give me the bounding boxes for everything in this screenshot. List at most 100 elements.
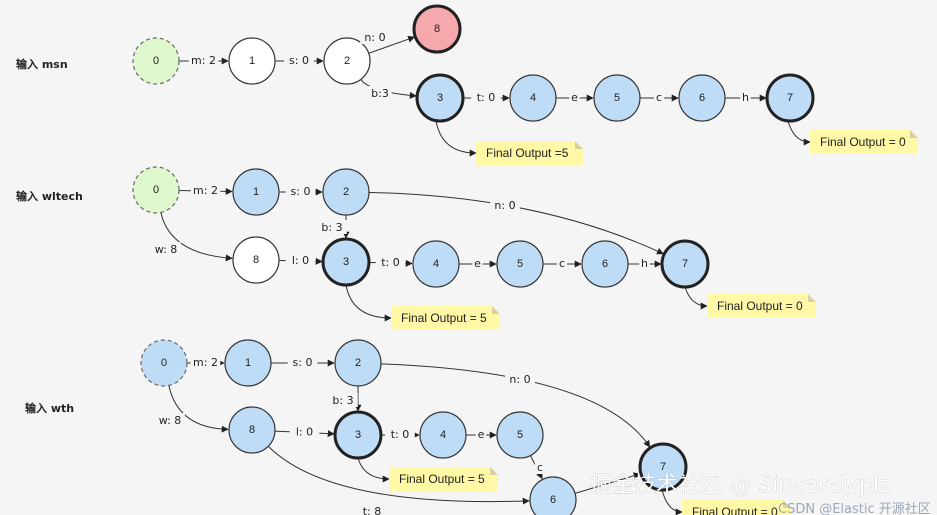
- state-node-8: 8: [232, 236, 280, 284]
- note-connector: [345, 284, 392, 322]
- edge-label-bg: [490, 198, 520, 212]
- state-circle: [419, 411, 467, 459]
- state-label: 4: [433, 258, 439, 270]
- state-node-2: 2: [323, 37, 371, 85]
- edge-label-bg: [190, 355, 221, 369]
- edge-label-bg: [475, 427, 487, 441]
- edge-label-bg: [368, 86, 392, 100]
- state-circle: [140, 339, 188, 387]
- state-node-1: 1: [228, 37, 276, 85]
- note-connector: [357, 457, 390, 483]
- state-circle: [322, 168, 370, 216]
- state-label: 2: [344, 55, 350, 67]
- state-circle: [323, 37, 371, 85]
- state-circle: [412, 4, 462, 54]
- edge-label: n: 0: [509, 373, 530, 386]
- state-node-5: 5: [496, 240, 544, 288]
- note-fold: [910, 130, 918, 138]
- state-circle: [333, 410, 383, 460]
- note-box: [707, 294, 816, 318]
- note-text: Final Output = 0: [717, 299, 803, 313]
- edge-label-bg: [285, 184, 316, 198]
- state-circle: [415, 73, 465, 123]
- edge-label: e: [478, 428, 485, 441]
- edge-label: b: 3: [332, 394, 353, 407]
- edge-label: w: 8: [155, 243, 178, 256]
- state-label: 2: [355, 357, 361, 369]
- state-node-6: 6: [529, 476, 577, 515]
- edge-label-bg: [569, 90, 580, 104]
- edge-label: s: 0: [293, 356, 313, 369]
- state-label: 3: [437, 92, 443, 104]
- final-output-note: Final Output = 5: [391, 306, 500, 330]
- edge-label-bg: [190, 182, 221, 197]
- state-circle: [496, 411, 544, 459]
- edge-1-n0-n8: [160, 212, 233, 262]
- state-label: 0: [153, 184, 159, 196]
- state-label: 8: [249, 424, 255, 436]
- state-node-5: 5: [593, 74, 641, 122]
- state-circle: [765, 73, 815, 123]
- state-label: 6: [602, 258, 608, 270]
- edge-label-bg: [472, 256, 483, 270]
- state-node-4: 4: [412, 240, 460, 288]
- state-label: 1: [245, 357, 251, 369]
- state-label: 7: [787, 92, 793, 104]
- state-circle: [228, 37, 276, 85]
- state-label: 5: [614, 92, 620, 104]
- edge-label-bg: [188, 53, 219, 67]
- section-label-2: 输入 wth: [25, 401, 74, 415]
- state-label: 1: [249, 55, 255, 67]
- edge-label-bg: [317, 220, 347, 234]
- state-circle: [228, 406, 276, 454]
- state-label: 6: [699, 92, 705, 104]
- edge-1-n2-n7: [368, 191, 664, 255]
- state-node-0: 0: [132, 37, 180, 85]
- edge-label-bg: [328, 393, 358, 407]
- state-circle: [334, 339, 382, 387]
- state-circle: [132, 166, 180, 214]
- state-node-5: 5: [496, 411, 544, 459]
- final-output-note: Final Output = 0: [682, 500, 791, 515]
- watermark-subtext: CSDN @Elastic 开源社区: [778, 501, 931, 515]
- state-label: 4: [530, 92, 536, 104]
- state-node-4: 4: [509, 74, 557, 122]
- edge-label: l: 0: [296, 425, 313, 438]
- edge-2-n0-n8: [168, 385, 229, 433]
- note-text: Final Output = 0: [820, 135, 906, 149]
- state-node-2: 2: [322, 168, 370, 216]
- state-node-0: 0: [132, 166, 180, 214]
- edge-label: m: 2: [193, 356, 218, 369]
- edge-label-bg: [505, 372, 535, 386]
- edge-label-bg: [151, 242, 181, 256]
- state-circle: [529, 476, 577, 515]
- edge-2-n6-n7: [574, 472, 641, 494]
- state-circle: [509, 74, 557, 122]
- edge-label: b:3: [371, 87, 389, 100]
- edge-label: s: 0: [289, 54, 309, 67]
- edge-label-bg: [155, 413, 185, 427]
- state-circle: [132, 37, 180, 85]
- edge-label-bg: [653, 90, 665, 104]
- final-output-note: Final Output =5: [476, 141, 583, 165]
- note-text: Final Output =5: [486, 146, 569, 160]
- edge-label: b: 3: [321, 221, 342, 234]
- edge-2-n8-n6: [267, 445, 530, 505]
- note-fold: [575, 141, 583, 149]
- state-node-2: 2: [334, 339, 382, 387]
- state-circle: [232, 168, 280, 216]
- note-fold: [783, 500, 791, 508]
- state-node-3: 3: [415, 73, 465, 123]
- state-node-7: 7: [638, 442, 688, 492]
- edge-label-bg: [284, 53, 314, 67]
- section-label-1: 输入 wltech: [16, 189, 83, 203]
- note-box: [476, 141, 583, 165]
- state-label: 3: [343, 256, 349, 268]
- note-connector: [787, 120, 811, 146]
- edge-label-bg: [285, 252, 316, 267]
- note-box: [391, 306, 500, 330]
- edge-label-bg: [556, 256, 568, 270]
- state-circle: [232, 236, 280, 284]
